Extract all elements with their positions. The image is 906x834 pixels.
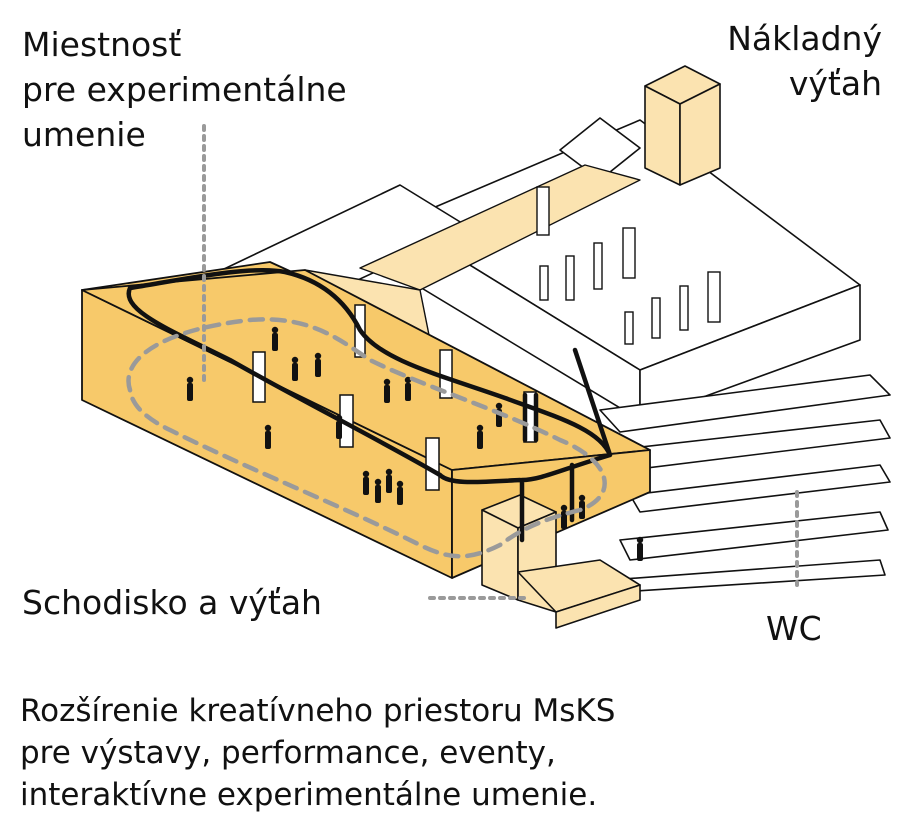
column [624,311,634,345]
upper-hall-columns [536,186,721,345]
people [186,326,644,561]
column [565,255,575,301]
caption-line: interaktívne experimentálne umenie. [20,777,598,813]
person-icon [186,376,194,401]
label-wc: WC [766,609,822,648]
person-icon [374,478,382,503]
terrace-5 [609,559,886,593]
column [679,285,689,331]
column [536,186,550,236]
shaft-right [679,83,721,186]
freight-elevator-shaft [644,65,721,186]
column [622,227,636,279]
column [539,265,549,301]
caption-line: Rozšírenie kreatívneho priestoru MsKS [20,693,616,729]
column [651,297,661,339]
corridor-upper [359,164,641,291]
terrace-1 [599,374,891,433]
column [707,271,721,323]
person-icon [385,468,393,493]
person-icon [264,424,272,449]
person-icon [476,424,484,449]
person-icon [271,326,279,351]
column [425,437,440,491]
caption-line: pre výstavy, performance, eventy, [20,735,556,771]
terrace-3 [629,464,891,513]
label-stairs-elevator: Schodisko a výťah [22,583,322,622]
caption: Rozšírenie kreatívneho priestoru MsKS pr… [20,690,615,816]
person-icon [404,376,412,401]
person-icon [578,494,586,519]
leader-lines [202,124,799,600]
shaft-left [644,85,681,186]
stair-elevator-block [481,494,641,629]
label-experimental-room: Miestnosť pre experimentálne umenie [22,25,347,154]
person-icon [396,480,404,505]
person-icon [291,356,299,381]
exhibition-dashed-loop [126,317,607,559]
person-icon [314,352,322,377]
back-wing-front [639,284,861,421]
person-icon [383,378,391,403]
terrace-4 [619,511,889,561]
person-icon [362,470,370,495]
stair-base [555,584,641,629]
person-icon [560,504,568,529]
label-freight-elevator: Nákladný výťah [727,19,882,103]
column [593,242,603,290]
person-icon [636,536,644,561]
upper-building [179,117,891,593]
circulation-route [126,267,613,543]
